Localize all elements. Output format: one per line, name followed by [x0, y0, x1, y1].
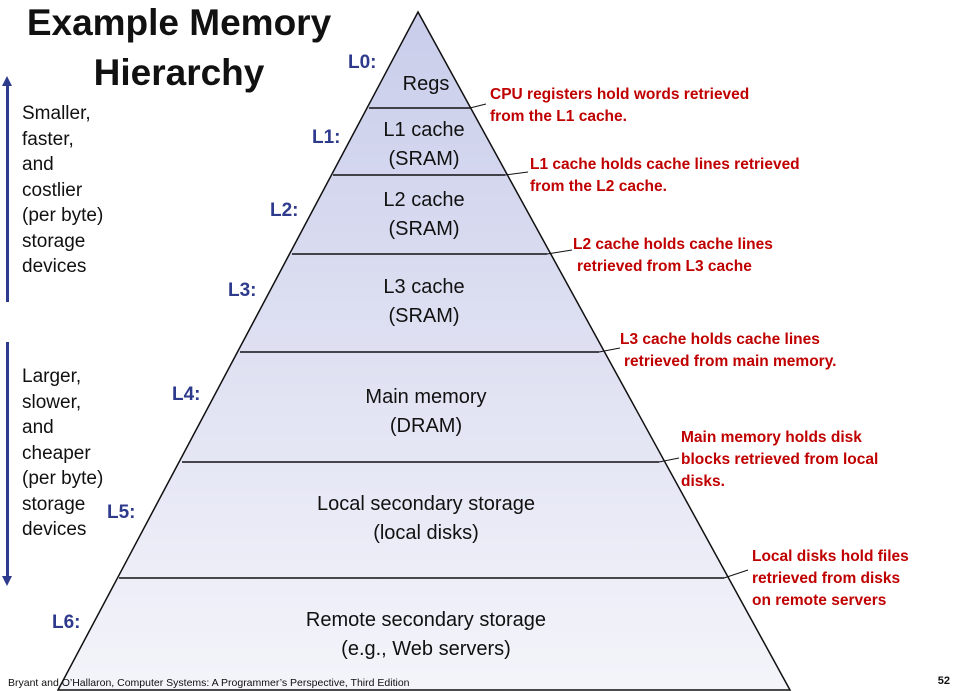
note-l3: L3 cache holds cache lines retrieved fro… — [620, 329, 836, 373]
arrow-down-icon — [2, 342, 12, 586]
note-l4: Main memory holds disk blocks retrieved … — [681, 427, 878, 493]
note-line: L2 cache holds cache lines — [573, 236, 773, 253]
tier-label: Main memory — [365, 386, 487, 408]
side-top-line: (per byte) — [22, 205, 104, 226]
note-line: retrieved from main memory. — [624, 353, 837, 370]
side-top-line: and — [22, 154, 54, 175]
side-top-line: faster, — [22, 128, 74, 150]
side-top-line: devices — [22, 256, 87, 277]
note-line: from the L1 cache. — [490, 108, 627, 125]
side-text-bottom: Larger, slower, and cheaper (per byte) s… — [22, 364, 103, 543]
leader-line — [504, 171, 529, 176]
tier-label: Local secondary storage — [317, 493, 535, 515]
leader-line — [546, 249, 573, 255]
leader-line — [723, 569, 749, 579]
level-tag-l4: L4: — [172, 384, 201, 405]
note-line: Main memory holds disk — [681, 429, 862, 446]
page-number: 52 — [937, 675, 950, 687]
slide-title: Example Memory Hierarchy — [14, 0, 344, 98]
side-top-line: Smaller, — [22, 103, 91, 124]
tier-label: L1 cache — [383, 119, 465, 141]
level-tag-l0: L0: — [348, 52, 377, 73]
footer-citation: Bryant and O’Hallaron, Computer Systems:… — [8, 677, 410, 689]
tier-sublabel: (DRAM) — [389, 415, 463, 437]
note-line: retrieved from disks — [752, 570, 901, 587]
tier-l1: L1 cache (SRAM) — [356, 116, 492, 174]
note-l2: L2 cache holds cache lines retrieved fro… — [573, 234, 773, 278]
level-tag-l3: L3: — [228, 280, 257, 301]
tier-label: L2 cache — [383, 189, 465, 211]
note-l0: CPU registers hold words retrieved from … — [490, 84, 749, 128]
tier-sublabel: (e.g., Web servers) — [341, 638, 511, 660]
note-line: blocks retrieved from local — [681, 451, 879, 468]
tier-sublabel: (SRAM) — [388, 148, 460, 170]
note-line: from the L2 cache. — [530, 178, 667, 195]
tier-l2: L2 cache (SRAM) — [356, 186, 492, 244]
level-tag-l1: L1: — [312, 127, 341, 148]
note-l1: L1 cache holds cache lines retrieved fro… — [530, 154, 800, 198]
side-bottom-line: slower, — [22, 391, 82, 413]
tier-label: Regs — [402, 73, 450, 95]
note-line: on remote servers — [752, 592, 887, 609]
leader-line — [598, 347, 621, 353]
tier-l5: Local secondary storage (local disks) — [276, 490, 576, 548]
note-line: L1 cache holds cache lines retrieved — [530, 156, 800, 173]
side-bottom-line: and — [22, 417, 54, 438]
slide-title-line-1: Example Memory — [26, 2, 332, 43]
note-l5: Local disks hold files retrieved from di… — [752, 546, 909, 612]
side-text-top: Smaller, faster, and costlier (per byte)… — [22, 101, 103, 280]
arrow-up-icon — [2, 76, 12, 302]
level-tag-l6: L6: — [52, 612, 81, 633]
note-line: L3 cache holds cache lines — [620, 331, 820, 348]
tier-label: L3 cache — [383, 276, 465, 298]
side-bottom-line: Larger, — [22, 366, 82, 387]
note-line: Local disks hold files — [752, 548, 909, 565]
side-bottom-line: devices — [22, 519, 87, 540]
tier-sublabel: (SRAM) — [388, 218, 460, 240]
side-bottom-line: (per byte) — [22, 468, 104, 489]
tier-l6: Remote secondary storage (e.g., Web serv… — [266, 606, 586, 664]
tier-l3: L3 cache (SRAM) — [356, 273, 492, 331]
side-bottom-line: cheaper — [22, 442, 91, 464]
level-tag-l2: L2: — [270, 200, 299, 221]
side-top-line: costlier — [22, 179, 83, 201]
note-line: CPU registers hold words retrieved — [490, 86, 750, 103]
tier-sublabel: (local disks) — [373, 522, 479, 544]
side-top-line: storage — [22, 230, 86, 252]
leader-line — [469, 103, 487, 109]
level-tag-l5: L5: — [107, 502, 136, 523]
note-line: retrieved from L3 cache — [577, 258, 752, 275]
tier-l4: Main memory (DRAM) — [316, 383, 536, 441]
tier-sublabel: (SRAM) — [388, 305, 460, 327]
side-bottom-line: storage — [22, 493, 86, 515]
slide-title-line-2: Hierarchy — [93, 52, 265, 93]
note-line: disks. — [681, 473, 725, 490]
tier-l0: Regs — [376, 70, 476, 99]
tier-label: Remote secondary storage — [305, 609, 547, 631]
leader-line — [658, 457, 680, 463]
